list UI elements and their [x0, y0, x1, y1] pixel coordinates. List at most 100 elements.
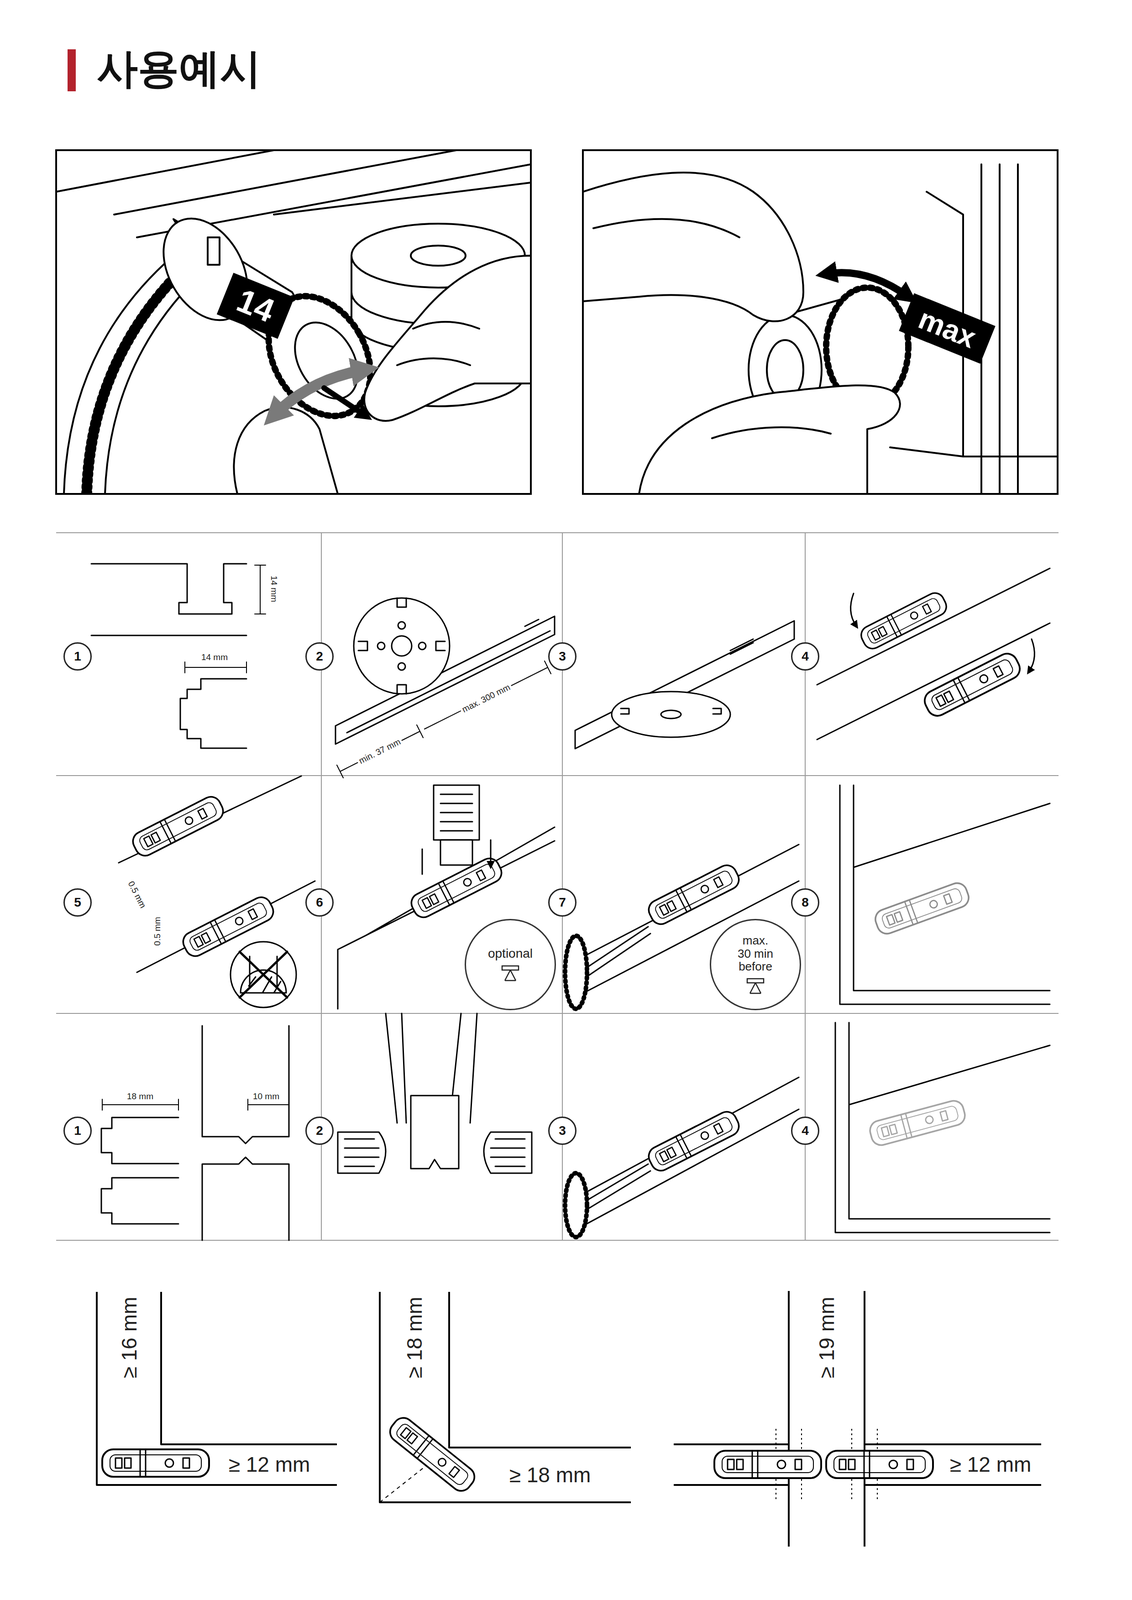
- callout-number: 3: [548, 642, 577, 671]
- step-illustration: [254, 565, 266, 614]
- step-illustration: [575, 620, 795, 749]
- dimension-label: ≥ 18 mm: [402, 1294, 427, 1381]
- step-illustration: [586, 1163, 651, 1210]
- step-illustration: [483, 1132, 532, 1174]
- knob-illustration: [890, 164, 1058, 494]
- callout-number-text: 3: [558, 649, 566, 664]
- step-illustration: [565, 1173, 587, 1237]
- step-illustration: [645, 861, 743, 928]
- machine-illustration: [410, 245, 466, 266]
- dimension-label: 14 mm: [199, 652, 230, 663]
- step-illustration: [410, 1095, 459, 1169]
- dimension-label: ≥ 12 mm: [226, 1452, 313, 1477]
- knob-illustration: [826, 272, 909, 297]
- step-illustration: [921, 649, 1024, 720]
- dimension-label: ≥ 18 mm: [507, 1462, 593, 1488]
- joint-diagram: [102, 1449, 210, 1477]
- step-illustration: [91, 563, 1050, 1241]
- note-badge-text: max. 30 min before: [736, 933, 775, 974]
- callout-number: 8: [791, 888, 820, 917]
- step-illustration: [433, 785, 480, 840]
- step-illustration: [835, 1022, 1050, 1233]
- joint-diagram: [96, 1291, 337, 1485]
- knob-illustration: [582, 172, 804, 322]
- grid-line: [56, 532, 1059, 1241]
- step-illustration: [230, 941, 297, 1008]
- clamp-icon: [747, 978, 764, 994]
- callout-number-text: 4: [801, 649, 809, 664]
- black-tag-label-text: 14: [232, 283, 280, 329]
- step-illustration: [202, 1157, 289, 1241]
- callout-number: 2: [305, 1116, 334, 1145]
- grid-line: [56, 532, 1059, 1241]
- joint-diagram: [673, 1290, 1042, 1547]
- step-illustration: [336, 660, 551, 778]
- title-bar: [67, 49, 76, 92]
- callout-number-text: 3: [558, 1123, 566, 1138]
- step-illustration: [418, 642, 426, 650]
- note-badge-text: optional: [487, 946, 533, 961]
- step-illustration: [565, 935, 587, 1009]
- black-tag-label: 14: [216, 272, 295, 339]
- knob-illustration: [582, 164, 1058, 494]
- dimension-label: 10 mm: [251, 1091, 282, 1102]
- machine-illustration: [86, 267, 185, 494]
- dimension-label: ≥ 19 mm: [814, 1294, 839, 1381]
- step-illustration: [839, 785, 1050, 1005]
- step-illustration: [872, 880, 972, 937]
- step-illustration: [440, 794, 473, 831]
- step-illustration: [91, 563, 247, 636]
- step-illustration: [202, 1025, 289, 1144]
- step-illustration: [565, 1173, 587, 1237]
- callout-number: 1: [63, 1116, 92, 1145]
- step-illustration: [118, 775, 315, 973]
- note-badge: optional: [464, 918, 556, 1011]
- step-illustration: [586, 926, 651, 977]
- machine-illustration: [234, 407, 339, 494]
- page-title: 사용예시: [96, 43, 262, 94]
- step-illustration: [184, 661, 247, 673]
- dimension-label: min. 37 mm: [355, 735, 404, 767]
- step-illustration: [867, 1098, 967, 1148]
- machine-illustration: [56, 150, 531, 494]
- step-illustration: [398, 662, 406, 671]
- callout-number-text: 6: [315, 895, 324, 910]
- joint-diagram: [386, 1413, 479, 1495]
- step-illustration: [1029, 639, 1035, 671]
- dimension-label: ≥ 12 mm: [948, 1452, 1034, 1477]
- knob-illustration: [593, 219, 740, 238]
- callout-number: 5: [63, 888, 92, 917]
- machine-illustration: [397, 321, 480, 366]
- step-illustration: [180, 678, 247, 749]
- callout-number-text: 8: [801, 895, 809, 910]
- note-badge: max. 30 min before: [709, 918, 802, 1011]
- clamp-icon: [502, 965, 519, 981]
- step-illustration: [101, 1117, 179, 1164]
- step-illustration: [872, 880, 972, 937]
- dimension-label: ≥ 16 mm: [117, 1294, 142, 1381]
- joint-diagram: [379, 1291, 631, 1503]
- step-illustration: [620, 708, 722, 714]
- callout-number: 3: [548, 1116, 577, 1145]
- dimension-label: 18 mm: [125, 1091, 156, 1102]
- step-illustration: [817, 568, 1050, 740]
- panel-frame: [56, 150, 531, 494]
- callout-number: 1: [63, 642, 92, 671]
- step-illustration: [391, 635, 412, 656]
- black-tag-label: max: [898, 293, 996, 365]
- step-illustration: [129, 793, 227, 860]
- panel-frame: [582, 150, 1058, 494]
- step-illustration: [858, 589, 950, 652]
- dimension-label: 14 mm: [268, 573, 279, 604]
- callout-number-text: 2: [315, 1123, 324, 1138]
- machine-illustration: [207, 237, 220, 265]
- panel-frame: [56, 150, 531, 494]
- machine-illustration: [364, 255, 531, 421]
- panel-frame: [582, 150, 1058, 494]
- callout-number-text: 5: [73, 895, 82, 910]
- dimension-label: 0.5 mm: [152, 914, 163, 948]
- clamp-icon: [500, 964, 521, 983]
- step-illustration: [645, 1108, 743, 1174]
